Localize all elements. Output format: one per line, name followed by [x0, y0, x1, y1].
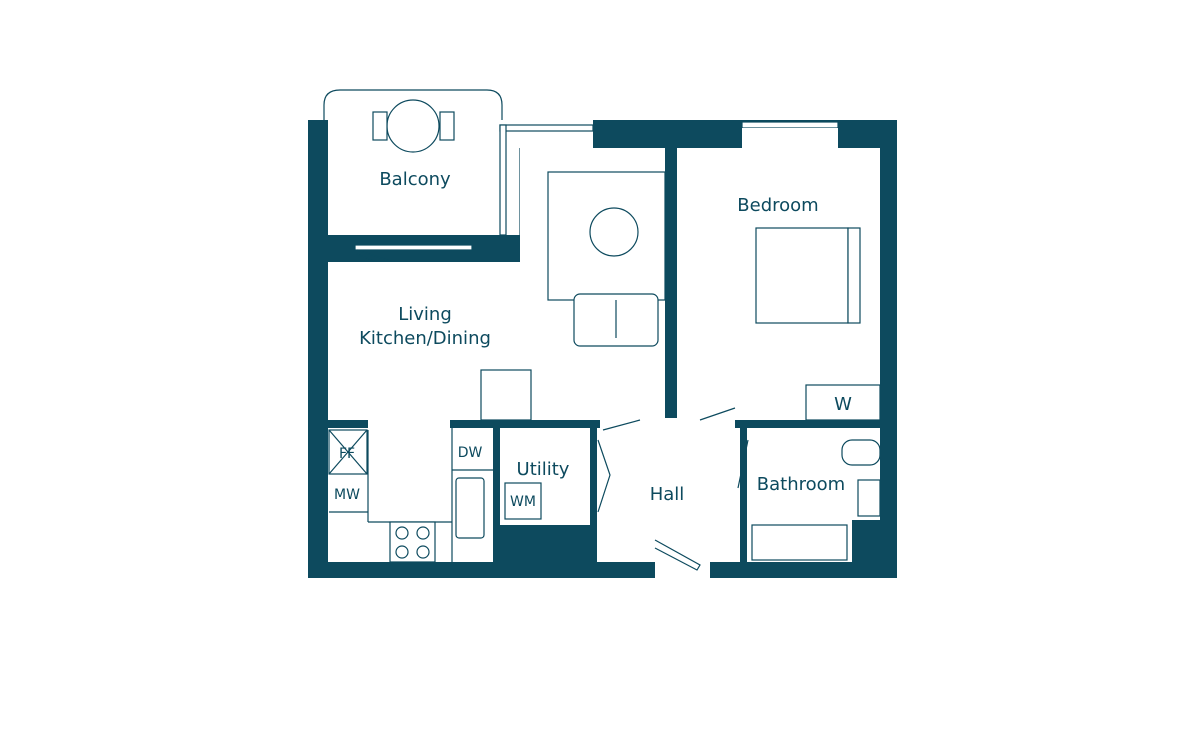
bed: [755, 227, 849, 324]
room-label-balcony: Balcony: [379, 169, 451, 190]
basin: [857, 479, 881, 517]
balcony-window: [499, 124, 594, 132]
label-wardrobe: W: [834, 394, 852, 415]
room-label-bedroom: Bedroom: [737, 195, 818, 216]
label-washing-machine: WM: [510, 494, 536, 510]
dining-table: [480, 369, 532, 421]
coffee-table: [589, 207, 639, 257]
label-microwave: MW: [334, 487, 360, 503]
label-dishwasher: DW: [458, 445, 483, 461]
washing-machine: [504, 482, 542, 520]
hob: [389, 521, 436, 563]
sink: [455, 477, 485, 539]
room-label-bathroom: Bathroom: [757, 474, 845, 495]
room-label-kitchen-dining: Kitchen/Dining: [359, 328, 491, 349]
balcony-door: [354, 244, 473, 251]
bedroom-window: [741, 121, 839, 129]
balcony-balustrade: [323, 89, 503, 120]
room-label-living: Living: [398, 304, 452, 325]
wardrobe: [805, 384, 881, 421]
toilet: [841, 439, 881, 466]
room-label-utility: Utility: [517, 459, 570, 480]
balcony-table: [386, 99, 440, 153]
room-label-hall: Hall: [650, 484, 685, 505]
hall: [597, 428, 740, 562]
label-fridge-freezer: FF: [339, 446, 355, 462]
bath: [751, 524, 848, 561]
front-door-opening[interactable]: [655, 560, 710, 578]
